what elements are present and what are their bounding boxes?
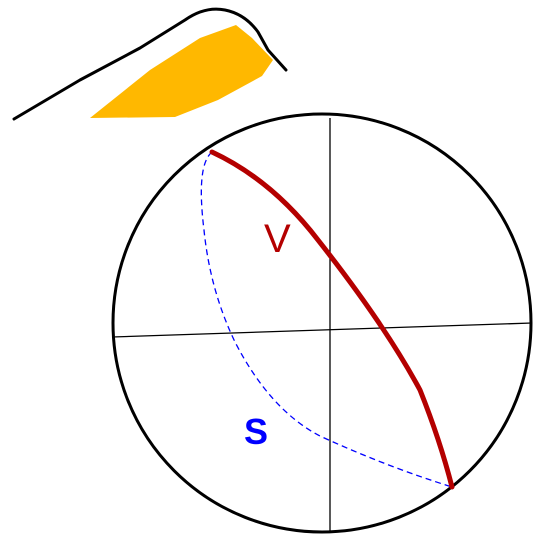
s-label: S — [244, 411, 268, 452]
shaded-region — [90, 25, 273, 118]
v-curve — [209, 149, 455, 490]
wedge-outline — [12, 7, 288, 121]
v-label: V — [264, 217, 291, 261]
wedge-fragment — [12, 7, 288, 121]
projection-circle — [111, 112, 533, 534]
horizontal-axis — [111, 322, 533, 338]
s-curve — [200, 151, 453, 488]
